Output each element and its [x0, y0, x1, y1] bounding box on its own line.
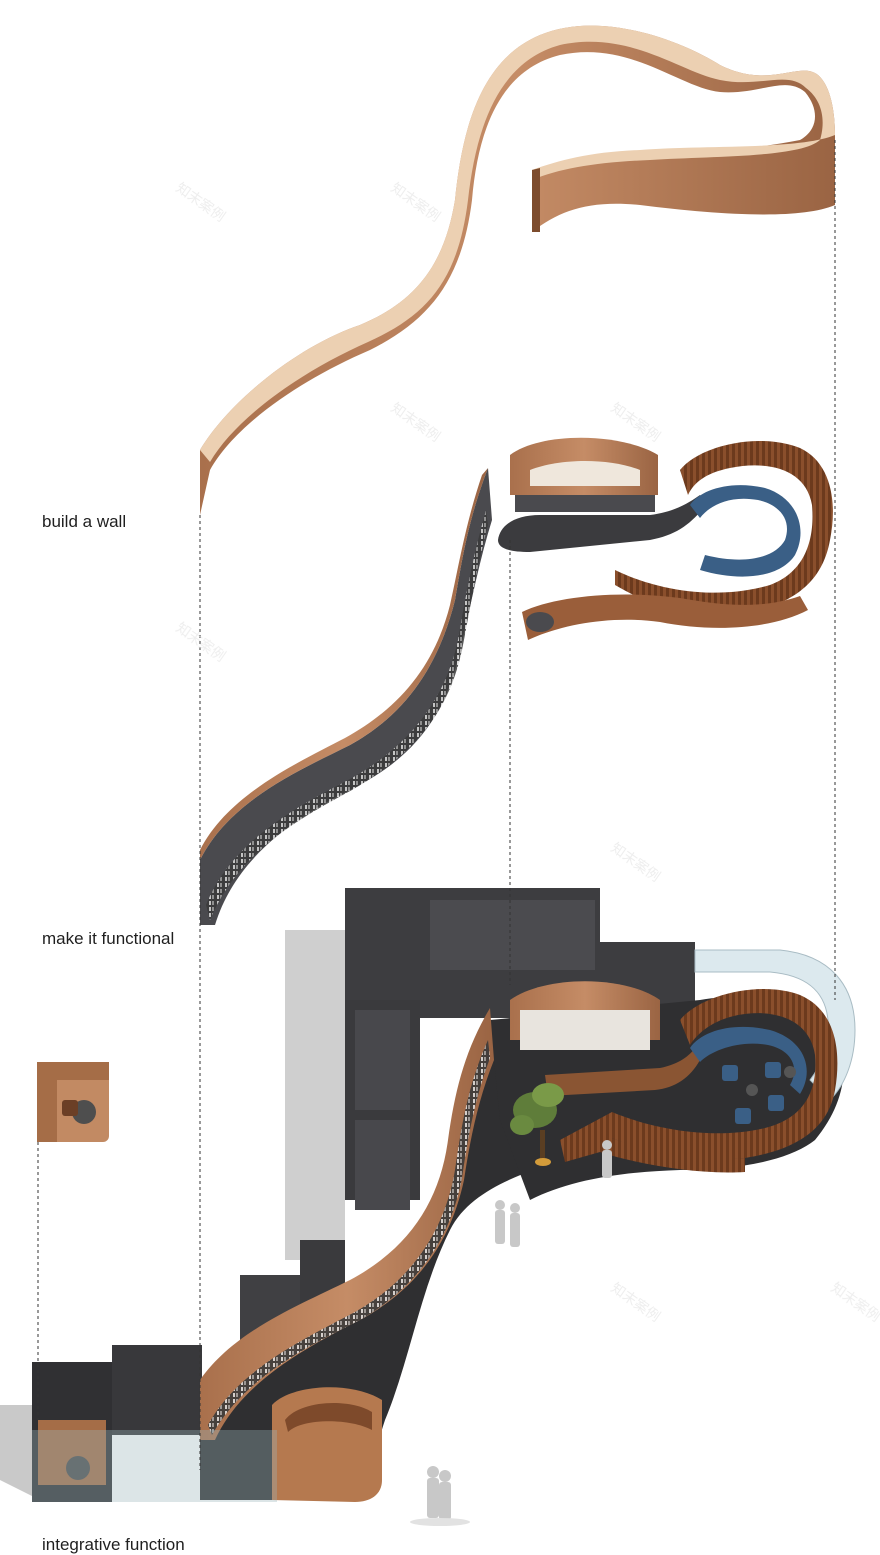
svg-text:知末案例: 知末案例 [173, 179, 229, 225]
label-integrative-function: integrative function [40, 1535, 187, 1555]
bar-interior [520, 1010, 650, 1050]
booth-blue-seat [690, 1026, 807, 1094]
integrated-bookshelf [200, 1008, 494, 1440]
booth-seat [690, 485, 801, 577]
shadow-base [0, 1405, 40, 1500]
bar-counter-3d [545, 1048, 700, 1096]
label-make-it-functional: make it functional [40, 929, 177, 949]
svg-text:知末案例: 知末案例 [608, 399, 664, 445]
front-railing [560, 1112, 745, 1173]
bookshelf-wall [200, 468, 492, 925]
tree [510, 1083, 564, 1166]
stage1-wall [200, 25, 835, 516]
booth-backrest [615, 440, 833, 617]
guide-lines [37, 140, 836, 1470]
svg-text:知末案例: 知末案例 [608, 1279, 664, 1325]
booth-detail-module [37, 1062, 109, 1142]
svg-text:知末案例: 知末案例 [608, 839, 664, 885]
corner-booth [38, 1387, 382, 1502]
wall-ribbon-side [200, 25, 835, 516]
svg-text:知末案例: 知末案例 [828, 1279, 880, 1325]
booth-lower-arm [522, 594, 808, 640]
back-bar-lights [530, 461, 640, 486]
integrated-shelves [208, 1040, 490, 1435]
svg-text:知末案例: 知末案例 [388, 179, 444, 225]
bookshelf-shelves [206, 510, 488, 920]
booth-rail [612, 989, 838, 1160]
wall-end-cap [532, 168, 540, 232]
shadow-block [285, 930, 345, 1260]
stage3-integrated [0, 888, 856, 1526]
glass-box [32, 1430, 277, 1502]
side-table [526, 612, 554, 632]
bar-counter [498, 495, 706, 552]
label-build-a-wall: build a wall [40, 512, 129, 532]
stage2-functional-parts [200, 437, 833, 925]
chairs [722, 1062, 796, 1124]
floor-slab [200, 1030, 560, 1500]
svg-text:知末案例: 知末案例 [388, 399, 444, 445]
people [410, 1140, 612, 1526]
svg-text:知末案例: 知末案例 [173, 619, 229, 665]
